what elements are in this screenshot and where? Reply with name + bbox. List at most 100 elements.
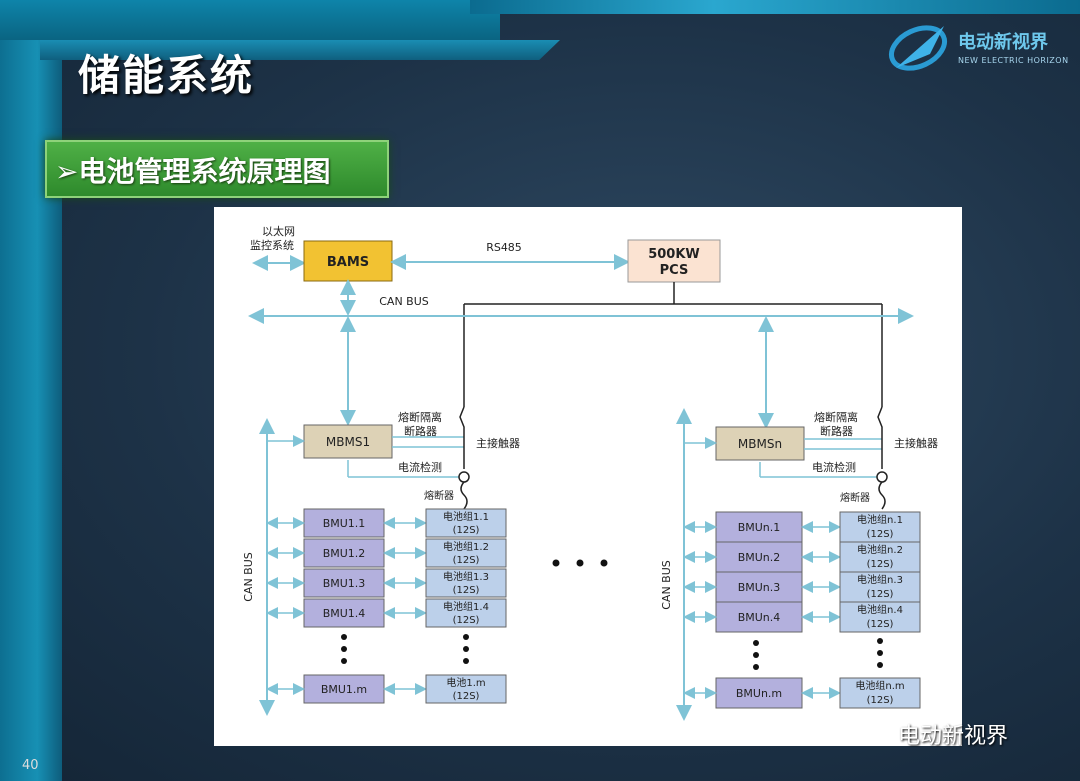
svg-text:电池组1.2: 电池组1.2: [443, 540, 489, 553]
left-bmu-ellipsis: [341, 634, 347, 664]
svg-text:(12S): (12S): [453, 615, 480, 626]
pcs-box: [627, 239, 721, 283]
slide-subtitle: ➢电池管理系统原理图: [55, 155, 331, 188]
svg-text:BMUn.1: BMUn.1: [738, 521, 781, 534]
left-bmu-1: BMU1.1: [303, 508, 385, 538]
right-pack-2: 电池组n.2 (12S): [839, 541, 921, 573]
left-pack-3: 电池组1.3 (12S): [425, 568, 507, 598]
svg-text:电池组n.2: 电池组n.2: [857, 543, 903, 556]
bms-diagram-svg: 以太网 监控系统 BAMS RS485 500KW PCS CAN BUS MB…: [242, 225, 938, 721]
subtitle-banner: [45, 140, 389, 198]
right-pack-m: 电池组n.m (12S): [839, 677, 921, 709]
left-main-contactor: 主接触器: [476, 436, 520, 450]
svg-text:BMU1.m: BMU1.m: [321, 683, 367, 696]
svg-text:BMUn.4: BMUn.4: [738, 611, 781, 624]
mbmsn-box: [715, 426, 805, 461]
rs485-label: RS485: [486, 241, 522, 254]
right-bmu-ellipsis: [753, 640, 759, 670]
page-number: 40: [22, 758, 39, 773]
svg-text:(12S): (12S): [867, 589, 894, 600]
svg-text:电池组1.3: 电池组1.3: [443, 570, 489, 583]
svg-text:电池1.m: 电池1.m: [446, 676, 485, 689]
right-bmu-1: BMUn.1: [715, 511, 803, 543]
left-pack-2: 电池组1.2 (12S): [425, 538, 507, 568]
right-bmu-4: BMUn.4: [715, 601, 803, 633]
top-frame-bar: [0, 0, 500, 40]
logo-icon: [889, 25, 947, 71]
pcs-label-1: 500KW: [648, 247, 700, 262]
right-fuse-symbol: [878, 481, 886, 510]
right-bmu-m: BMUn.m: [715, 677, 803, 709]
svg-text:(12S): (12S): [453, 691, 480, 702]
right-pack-1: 电池组n.1 (12S): [839, 511, 921, 543]
svg-text:BMUn.3: BMUn.3: [738, 581, 781, 594]
right-main-contactor: 主接触器: [894, 436, 938, 450]
right-pack-4: 电池组n.4 (12S): [839, 601, 921, 633]
left-fuse-isolator-1: 熔断隔离: [398, 410, 442, 424]
svg-text:(12S): (12S): [867, 619, 894, 630]
frame-inner-corner: [40, 40, 560, 60]
pcs-label-2: PCS: [660, 263, 689, 278]
ethernet-label-1: 以太网: [262, 225, 295, 238]
right-current-detect: 电流检测: [812, 460, 856, 474]
svg-text:(12S): (12S): [453, 525, 480, 536]
svg-text:BMU1.1: BMU1.1: [323, 517, 366, 530]
left-current-sensor: [458, 471, 470, 483]
svg-text:电池组n.m: 电池组n.m: [855, 679, 904, 692]
right-isolator-switch: [877, 406, 883, 469]
svg-text:(12S): (12S): [453, 555, 480, 566]
left-pack-1: 电池组1.1 (12S): [425, 508, 507, 538]
svg-text:BMUn.2: BMUn.2: [738, 551, 781, 564]
svg-text:(12S): (12S): [867, 529, 894, 540]
wechat-icon: [867, 722, 893, 742]
left-bmu-m: BMU1.m: [303, 674, 385, 704]
logo-name-en: NEW ELECTRIC HORIZON: [958, 56, 1069, 65]
bams-label: BAMS: [327, 255, 369, 270]
svg-text:BMU1.4: BMU1.4: [323, 607, 366, 620]
right-pack-3: 电池组n.3 (12S): [839, 571, 921, 603]
left-fuse-label: 熔断器: [424, 489, 454, 502]
svg-text:BMUn.m: BMUn.m: [736, 687, 782, 700]
right-pack-ellipsis: [877, 638, 883, 668]
left-can-bus-label: CAN BUS: [242, 552, 255, 602]
svg-text:电池组1.4: 电池组1.4: [443, 600, 489, 613]
left-bmu-4: BMU1.4: [303, 598, 385, 628]
ethernet-label-2: 监控系统: [250, 238, 294, 252]
svg-text:(12S): (12S): [867, 695, 894, 706]
svg-text:BMU1.2: BMU1.2: [323, 547, 366, 560]
right-fuse-isolator-2: 断路器: [820, 424, 853, 438]
right-fuse-isolator-1: 熔断隔离: [814, 410, 858, 424]
left-fuse-isolator-2: 断路器: [404, 424, 437, 438]
mbmsn-label: MBMSn: [738, 437, 782, 451]
bms-diagram: 以太网 监控系统 BAMS RS485 500KW PCS CAN BUS MB…: [214, 207, 962, 746]
svg-text:(12S): (12S): [453, 585, 480, 596]
left-isolator-switch: [459, 406, 465, 469]
left-bus-to-bmu-links: [266, 517, 427, 695]
can-bus-top-label: CAN BUS: [379, 295, 429, 308]
mbms1-label: MBMS1: [326, 435, 370, 449]
left-pack-m: 电池1.m (12S): [425, 674, 507, 704]
right-bus-to-bmu-links: [683, 521, 841, 699]
right-bmu-3: BMUn.3: [715, 571, 803, 603]
watermark-text: 电动新视界: [898, 724, 1009, 749]
svg-text:BMU1.3: BMU1.3: [323, 577, 366, 590]
svg-text:电池组n.3: 电池组n.3: [857, 573, 903, 586]
right-fuse-label: 熔断器: [840, 491, 870, 504]
right-can-bus-label: CAN BUS: [660, 560, 673, 610]
left-bmu-3: BMU1.3: [303, 568, 385, 598]
svg-text:电池组n.4: 电池组n.4: [857, 603, 903, 616]
right-current-sensor: [876, 471, 888, 483]
top-accent-band: [470, 0, 1080, 14]
left-pack-ellipsis: [463, 634, 469, 664]
branch-ellipsis: [552, 559, 608, 567]
left-current-detect: 电流检测: [398, 460, 442, 474]
svg-text:(12S): (12S): [867, 559, 894, 570]
left-pack-4: 电池组1.4 (12S): [425, 598, 507, 628]
slide-title: 储能系统: [78, 51, 255, 100]
right-bmu-2: BMUn.2: [715, 541, 803, 573]
left-fuse-symbol: [460, 481, 468, 510]
svg-text:电池组1.1: 电池组1.1: [443, 510, 489, 523]
logo-name-cn: 电动新视界: [958, 32, 1048, 53]
svg-text:电池组n.1: 电池组n.1: [857, 513, 903, 526]
left-bmu-2: BMU1.2: [303, 538, 385, 568]
